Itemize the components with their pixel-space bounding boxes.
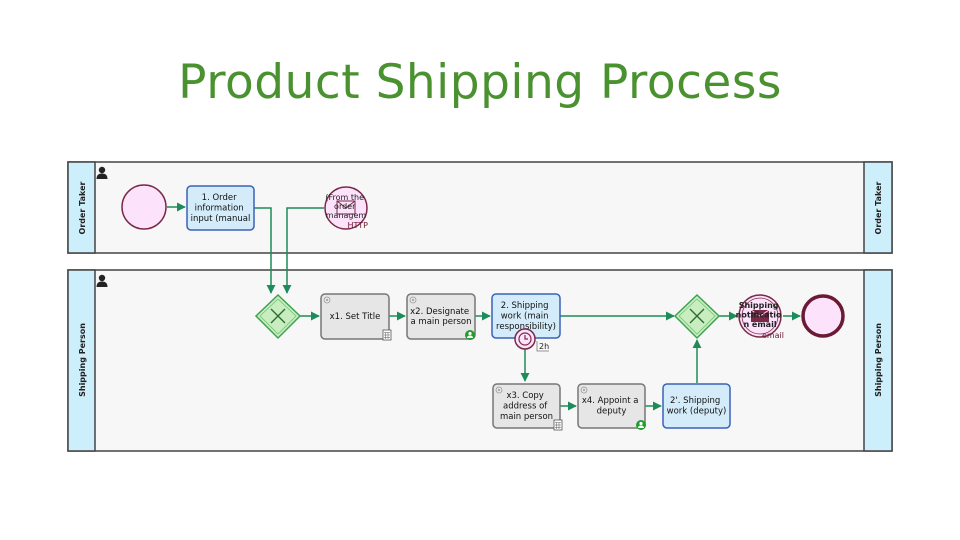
task-label-line: responsibility) (496, 322, 556, 332)
x-icon (270, 308, 286, 324)
task-label-line: x2. Designate (410, 307, 469, 317)
task-label-line: x4. Appoint a (582, 396, 639, 406)
gateway-merge[interactable] (254, 293, 302, 340)
person-icon (96, 274, 108, 287)
task-label-line: address of (503, 402, 548, 412)
calculator-icon (382, 329, 392, 341)
lane-label-left: Shipping Person (78, 323, 87, 397)
start-event[interactable] (121, 184, 167, 230)
task-shipping-deputy[interactable]: 2'. Shipping work (deputy) (662, 383, 731, 429)
flow-http-to-gateway[interactable] (282, 207, 324, 294)
message-icon (336, 200, 356, 215)
svg-text:Shipping notificatio: Shipping notificatio n email (736, 301, 785, 329)
lane-header-right[interactable] (863, 161, 893, 254)
svg-text:x4. Appoint a deputy: x4. Appoint a deputy (582, 396, 641, 417)
user-assign-icon (636, 420, 646, 430)
end-event[interactable] (801, 294, 845, 338)
event-http-message[interactable]: (From the order managem HTTP (324, 186, 369, 230)
timer-duration-badge: 2h (536, 341, 549, 352)
event-label-line: n email (743, 320, 776, 329)
task-label-line: main person (500, 412, 553, 422)
task-label-line: 1. Order (202, 193, 237, 203)
task-label-line: deputy (597, 407, 627, 417)
event-label-line: Shipping (739, 301, 779, 310)
gear-icon (495, 386, 503, 394)
lane-header-left[interactable] (67, 269, 96, 452)
x-icon (689, 308, 705, 324)
task-x3-copy-address[interactable]: x3. Copy address of main person (492, 383, 563, 431)
task-label-line: input (manual (191, 214, 251, 224)
person-icon (96, 166, 108, 179)
task-label-line: a main person (411, 317, 472, 327)
gateway-join[interactable] (673, 293, 721, 340)
pool-shipping-person: Shipping Person Shipping Person (67, 269, 893, 452)
svg-text:1. Order information: 1. Order information input (manual (191, 193, 251, 224)
svg-text:x3. Copy address of: x3. Copy address of main person (500, 391, 553, 422)
lane-header-right[interactable] (863, 269, 893, 452)
event-label-line: (From the (325, 193, 364, 202)
envelope-icon (750, 309, 770, 322)
lane-label-right: Order Taker (874, 181, 883, 234)
lane-label-right: Shipping Person (874, 323, 883, 397)
task-label-line: 2'. Shipping (670, 396, 720, 406)
user-assign-icon (465, 330, 475, 340)
event-sublabel: email (762, 331, 784, 340)
task-label-line: information (195, 204, 244, 214)
lane-header-left[interactable] (67, 161, 96, 254)
event-label-line: managem (326, 211, 367, 220)
svg-text:x2. Designate a main per: x2. Designate a main person (410, 307, 472, 327)
gear-icon (580, 386, 588, 394)
event-label-line: order (334, 202, 356, 211)
calculator-icon (553, 419, 563, 431)
event-label-line: notificatio (736, 311, 782, 320)
flow-order-to-gateway[interactable] (254, 207, 276, 294)
sequence-flows (167, 202, 801, 411)
pool-order-taker: Order Taker Order Taker (67, 161, 893, 254)
task-order-input[interactable]: 1. Order information input (manual (186, 185, 255, 231)
task-label-line: x3. Copy (506, 391, 543, 401)
page-title: Product Shipping Process (178, 55, 782, 110)
svg-text:2. Shipping work (main: 2. Shipping work (main responsibility) (496, 301, 556, 332)
task-label-line: work (deputy) (667, 407, 727, 417)
lane-label-left: Order Taker (78, 181, 87, 234)
task-label-line: 2. Shipping (501, 301, 549, 311)
task-x1-set-title[interactable]: x1. Set Title (320, 293, 392, 341)
task-x2-designate[interactable]: x2. Designate a main person (406, 293, 476, 340)
task-label-line: x1. Set Title (330, 312, 381, 322)
gear-icon (409, 296, 417, 304)
gear-icon (323, 296, 331, 304)
event-email-notification[interactable]: Shipping notificatio n email email (736, 294, 785, 340)
task-label-line: work (main (501, 312, 549, 322)
event-sublabel: HTTP (348, 221, 369, 230)
clock-icon (518, 332, 532, 346)
task-x4-appoint-deputy[interactable]: x4. Appoint a deputy (577, 383, 646, 430)
timer-boundary-event[interactable] (514, 328, 536, 350)
svg-text:(From the order ma: (From the order managem (325, 193, 366, 220)
svg-text:2'. Shipping work (deput: 2'. Shipping work (deputy) (667, 396, 727, 417)
timer-label: 2h (539, 342, 549, 351)
